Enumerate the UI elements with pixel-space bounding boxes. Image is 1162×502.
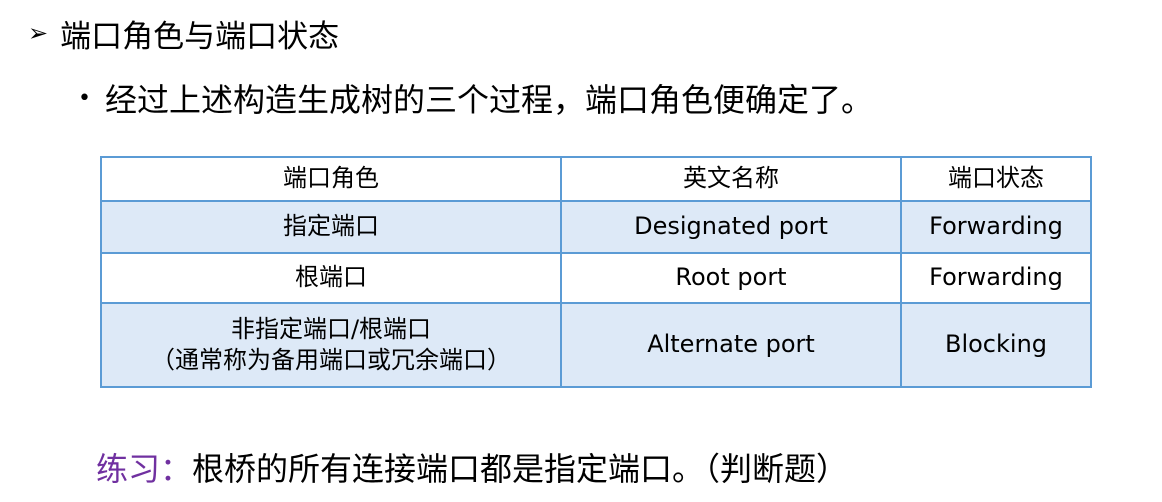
cell-state: Forwarding [900, 252, 1092, 304]
practice-question: 练习： 根桥的所有连接端口都是指定端口。（判断题） [96, 440, 848, 494]
table-row: 指定端口 Designated port Forwarding [100, 200, 1092, 254]
port-role-table: 端口角色 英文名称 端口状态 指定端口 Designated port Forw… [100, 156, 1092, 388]
practice-text: 根桥的所有连接端口都是指定端口。（判断题） [192, 450, 849, 488]
bullet-text: 经过上述构造生成树的三个过程，端口角色便确定了。 [104, 81, 873, 119]
header-port-role: 端口角色 [100, 156, 562, 202]
section-heading-text: 端口角色与端口状态 [60, 18, 340, 55]
cell-role: 根端口 [100, 252, 562, 304]
cell-english: Designated port [560, 200, 902, 254]
cell-role-main: 非指定端口/根端口 [230, 314, 432, 343]
header-english-name: 英文名称 [560, 156, 902, 202]
cell-state: Blocking [900, 302, 1092, 388]
cell-role: 非指定端口/根端口 （通常称为备用端口或冗余端口） [100, 302, 562, 388]
header-port-state: 端口状态 [900, 156, 1092, 202]
cell-state: Forwarding [900, 200, 1092, 254]
table-row: 根端口 Root port Forwarding [100, 252, 1092, 304]
bullet-paragraph: • 经过上述构造生成树的三个过程，端口角色便确定了。 [78, 72, 873, 124]
table-row: 非指定端口/根端口 （通常称为备用端口或冗余端口） Alternate port… [100, 302, 1092, 388]
table-header-row: 端口角色 英文名称 端口状态 [100, 156, 1092, 202]
cell-english: Alternate port [560, 302, 902, 388]
cell-role: 指定端口 [100, 200, 562, 254]
section-heading: ➢ 端口角色与端口状态 [28, 10, 339, 56]
dot-bullet-icon: • [78, 85, 91, 111]
cell-english: Root port [560, 252, 902, 304]
cell-role-note: （通常称为备用端口或冗余端口） [151, 346, 511, 374]
practice-label: 练习： [96, 450, 193, 488]
arrow-bullet-icon: ➢ [28, 19, 49, 47]
